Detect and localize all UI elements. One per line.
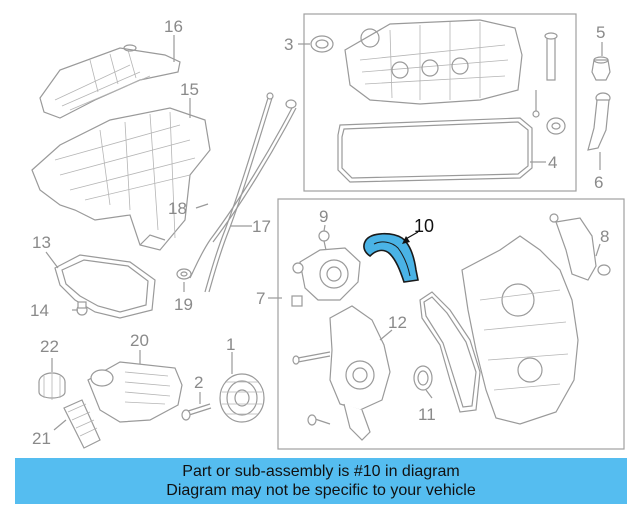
- timing-cover-gasket: [419, 291, 481, 413]
- timing-cover-group-box: [277, 198, 625, 450]
- valve-cover-group-box: [303, 13, 577, 192]
- callout-5: 5: [596, 23, 605, 42]
- callout-18: 18: [168, 199, 187, 218]
- callout-19: 19: [174, 295, 193, 314]
- part-10-highlighted-gasket[interactable]: [363, 232, 419, 283]
- callout-4: 4: [548, 153, 557, 172]
- callout-14: 14: [30, 301, 49, 320]
- callout-labels: 16 15 13 14 18 17 19 22 21 20 2 1 3 4 5 …: [30, 17, 609, 448]
- part-6-pcv-tube[interactable]: [587, 92, 611, 151]
- callout-17: 17: [252, 217, 271, 236]
- callout-7: 7: [256, 289, 265, 308]
- part-13-lower-oil-pan[interactable]: [54, 254, 156, 319]
- info-banner: Part or sub-assembly is #10 in diagram D…: [15, 458, 627, 504]
- part-8-gasket[interactable]: [549, 213, 611, 281]
- part-16-oil-pan-baffle[interactable]: [39, 44, 181, 119]
- callout-12: 12: [388, 313, 407, 332]
- part-3-oil-cap[interactable]: [310, 35, 334, 53]
- callout-10-leader: [402, 231, 419, 244]
- callout-15: 15: [180, 80, 199, 99]
- banner-line-1: Part or sub-assembly is #10 in diagram: [182, 463, 460, 480]
- callout-20: 20: [130, 331, 149, 350]
- callout-2: 2: [194, 373, 203, 392]
- banner-line-2: Diagram may not be specific to your vehi…: [166, 482, 476, 499]
- part-20-oil-filter-housing[interactable]: [87, 361, 183, 423]
- callout-22: 22: [40, 337, 59, 356]
- callout-10: 10: [414, 216, 434, 236]
- callout-21: 21: [32, 429, 51, 448]
- part-9-water-pump[interactable]: [291, 230, 361, 307]
- part-1-crank-pulley[interactable]: [219, 373, 265, 423]
- callout-3: 3: [284, 35, 293, 54]
- callout-16: 16: [164, 17, 183, 36]
- part-14-drain-plug[interactable]: [76, 301, 88, 316]
- part-11-front-seal[interactable]: [413, 365, 433, 391]
- timing-cover[interactable]: [461, 235, 579, 425]
- part-15-upper-oil-pan[interactable]: [31, 107, 211, 251]
- callout-1: 1: [226, 335, 235, 354]
- callout-11: 11: [418, 405, 436, 424]
- callout-9: 9: [319, 207, 328, 226]
- part-22-filter-cap[interactable]: [38, 372, 66, 400]
- part-18-dipstick[interactable]: [189, 99, 297, 279]
- callout-8: 8: [600, 227, 609, 246]
- part-17-dipstick-tube[interactable]: [204, 92, 274, 293]
- part-4-valve-cover-gasket[interactable]: [337, 117, 533, 183]
- part-12-front-housing[interactable]: [292, 305, 391, 441]
- part-21-oil-filter[interactable]: [63, 399, 101, 449]
- parts-diagram: 16 15 13 14 18 17 19 22 21 20 2 1 3 4 5 …: [30, 13, 625, 450]
- part-19-o-ring[interactable]: [176, 268, 192, 280]
- callout-leaders: [45, 35, 603, 431]
- part-3-valve-cover[interactable]: [344, 19, 523, 105]
- callout-6: 6: [594, 173, 603, 192]
- valve-cover-small-parts: [532, 32, 566, 135]
- part-5-breather[interactable]: [591, 56, 611, 81]
- part-2-bolt[interactable]: [181, 403, 212, 421]
- callout-13: 13: [32, 233, 51, 252]
